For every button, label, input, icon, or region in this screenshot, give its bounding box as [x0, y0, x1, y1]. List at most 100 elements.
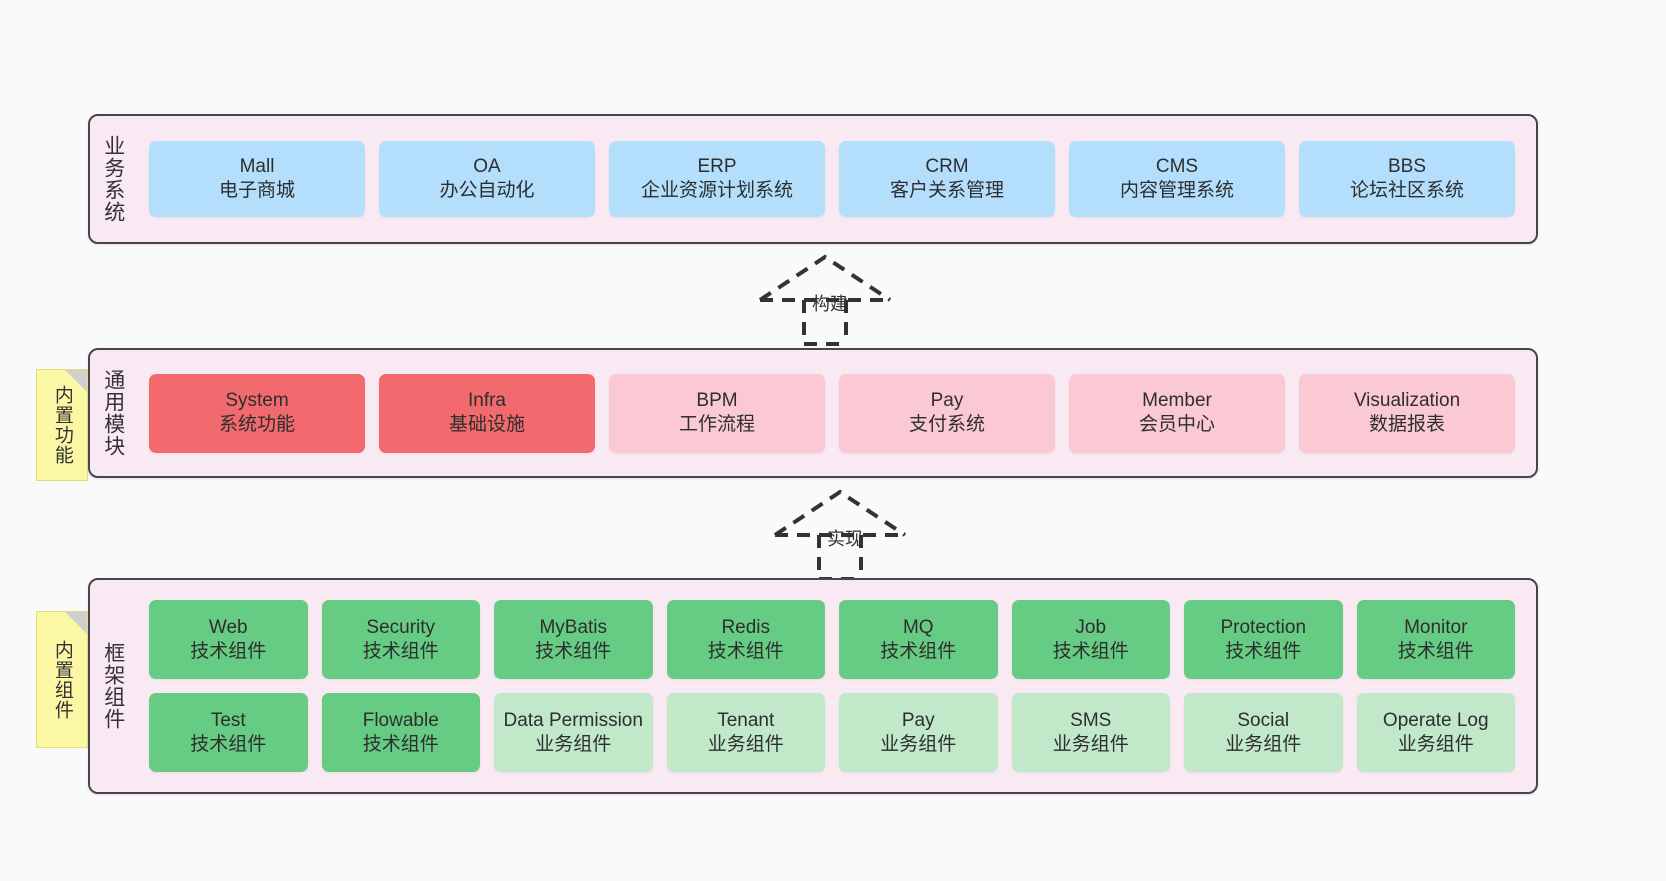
node-subtitle: 业务组件 — [1397, 733, 1474, 755]
node-title: BBS — [1387, 156, 1427, 178]
node-operate-log[interactable]: Operate Log 业务组件 — [1356, 693, 1515, 772]
layer-body-framework-components: Web 技术组件 Security 技术组件 MyBatis 技术组件 Redi… — [136, 580, 1536, 792]
layer-title-business-systems: 业务系统 — [101, 135, 125, 223]
node-subtitle: 技术组件 — [1052, 640, 1129, 662]
node-subtitle: 业务组件 — [880, 733, 957, 755]
node-social[interactable]: Social 业务组件 — [1184, 693, 1343, 772]
node-pay-component[interactable]: Pay 业务组件 — [839, 693, 998, 772]
node-subtitle: 系统功能 — [218, 414, 295, 435]
node-mall[interactable]: Mall 电子商城 — [149, 141, 365, 217]
node-redis[interactable]: Redis 技术组件 — [666, 600, 825, 679]
node-tenant[interactable]: Tenant 业务组件 — [666, 693, 825, 772]
node-system[interactable]: System 系统功能 — [149, 373, 365, 453]
node-title: Tenant — [717, 709, 775, 731]
node-subtitle: 技术组件 — [707, 640, 784, 662]
node-title: Operate Log — [1382, 709, 1489, 731]
connector-label-implement: 实现 — [827, 529, 863, 549]
node-title: BPM — [696, 390, 738, 412]
node-infra[interactable]: Infra 基础设施 — [379, 373, 595, 453]
node-title: SMS — [1070, 709, 1112, 731]
node-subtitle: 技术组件 — [535, 640, 612, 662]
node-monitor[interactable]: Monitor 技术组件 — [1356, 600, 1515, 679]
layer-framework-components: 框架组件 Web 技术组件 Security 技术组件 MyBatis 技术组件 — [88, 578, 1538, 794]
node-subtitle: 会员中心 — [1138, 414, 1215, 435]
sticky-note-builtin-components: 内置组件 — [36, 611, 88, 748]
node-protection[interactable]: Protection 技术组件 — [1184, 600, 1343, 679]
connector-label-build: 构建 — [812, 294, 848, 314]
node-title: Security — [366, 616, 436, 638]
node-title: Monitor — [1404, 616, 1468, 638]
node-subtitle: 业务组件 — [1225, 733, 1302, 755]
node-flowable[interactable]: Flowable 技术组件 — [321, 693, 480, 772]
node-title: Member — [1142, 390, 1212, 412]
node-security[interactable]: Security 技术组件 — [321, 600, 480, 679]
node-title: Infra — [467, 390, 507, 412]
node-subtitle: 数据报表 — [1368, 414, 1445, 435]
node-subtitle: 内容管理系统 — [1119, 180, 1234, 201]
node-title: MyBatis — [539, 616, 608, 638]
node-title: Pay — [901, 709, 935, 731]
node-row: Mall 电子商城 OA 办公自动化 ERP 企业资源计划系统 CRM 客户关系… — [142, 141, 1522, 217]
node-title: CMS — [1155, 156, 1199, 178]
node-title: OA — [473, 156, 501, 178]
node-title: Visualization — [1353, 390, 1461, 412]
node-subtitle: 技术组件 — [362, 640, 439, 662]
node-subtitle: 基础设施 — [448, 414, 525, 435]
node-subtitle: 企业资源计划系统 — [640, 180, 793, 201]
node-subtitle: 业务组件 — [1052, 733, 1129, 755]
node-title: MQ — [902, 616, 934, 638]
layer-title-framework-components: 框架组件 — [101, 642, 125, 730]
node-subtitle: 支付系统 — [908, 414, 985, 435]
node-subtitle: 业务组件 — [707, 733, 784, 755]
node-pay-module[interactable]: Pay 支付系统 — [839, 373, 1055, 453]
node-subtitle: 办公自动化 — [439, 180, 535, 201]
node-row: Web 技术组件 Security 技术组件 MyBatis 技术组件 Redi… — [142, 600, 1522, 679]
node-visualization[interactable]: Visualization 数据报表 — [1299, 373, 1515, 453]
node-erp[interactable]: ERP 企业资源计划系统 — [609, 141, 825, 217]
node-subtitle: 技术组件 — [1397, 640, 1474, 662]
node-title: Web — [208, 616, 248, 638]
node-title: Social — [1237, 709, 1290, 731]
node-title: Test — [210, 709, 246, 731]
layer-common-modules: 通用模块 System 系统功能 Infra 基础设施 BPM 工作流程 Pay… — [88, 348, 1538, 478]
node-member[interactable]: Member 会员中心 — [1069, 373, 1285, 453]
layer-body-business-systems: Mall 电子商城 OA 办公自动化 ERP 企业资源计划系统 CRM 客户关系… — [136, 116, 1536, 242]
node-crm[interactable]: CRM 客户关系管理 — [839, 141, 1055, 217]
node-subtitle: 论坛社区系统 — [1349, 180, 1464, 201]
node-title: ERP — [697, 156, 737, 178]
node-oa[interactable]: OA 办公自动化 — [379, 141, 595, 217]
node-subtitle: 技术组件 — [362, 733, 439, 755]
layer-title-common-modules: 通用模块 — [101, 369, 125, 457]
node-title: Data Permission — [503, 709, 643, 731]
node-mybatis[interactable]: MyBatis 技术组件 — [494, 600, 653, 679]
layer-business-systems: 业务系统 Mall 电子商城 OA 办公自动化 ERP 企业资源计划系统 CRM… — [88, 114, 1538, 244]
node-bpm[interactable]: BPM 工作流程 — [609, 373, 825, 453]
node-web[interactable]: Web 技术组件 — [149, 600, 308, 679]
node-sms[interactable]: SMS 业务组件 — [1011, 693, 1170, 772]
node-title: Protection — [1220, 616, 1307, 638]
node-title: Flowable — [362, 709, 439, 731]
node-subtitle: 电子商城 — [218, 180, 295, 201]
node-title: Pay — [930, 390, 964, 412]
node-bbs[interactable]: BBS 论坛社区系统 — [1299, 141, 1515, 217]
node-title: System — [225, 390, 289, 412]
node-title: Redis — [721, 616, 771, 638]
node-title: Mall — [239, 156, 275, 178]
node-subtitle: 工作流程 — [678, 414, 755, 435]
node-rows: Web 技术组件 Security 技术组件 MyBatis 技术组件 Redi… — [142, 600, 1522, 772]
node-subtitle: 客户关系管理 — [889, 180, 1004, 201]
node-subtitle: 技术组件 — [190, 733, 267, 755]
node-data-permission[interactable]: Data Permission 业务组件 — [494, 693, 653, 772]
node-subtitle: 技术组件 — [1225, 640, 1302, 662]
node-cms[interactable]: CMS 内容管理系统 — [1069, 141, 1285, 217]
node-row: System 系统功能 Infra 基础设施 BPM 工作流程 Pay 支付系统… — [142, 373, 1522, 453]
node-mq[interactable]: MQ 技术组件 — [839, 600, 998, 679]
node-subtitle: 技术组件 — [880, 640, 957, 662]
node-title: CRM — [925, 156, 969, 178]
node-subtitle: 技术组件 — [190, 640, 267, 662]
node-title: Job — [1075, 616, 1107, 638]
node-job[interactable]: Job 技术组件 — [1011, 600, 1170, 679]
node-row: Test 技术组件 Flowable 技术组件 Data Permission … — [142, 693, 1522, 772]
node-test[interactable]: Test 技术组件 — [149, 693, 308, 772]
